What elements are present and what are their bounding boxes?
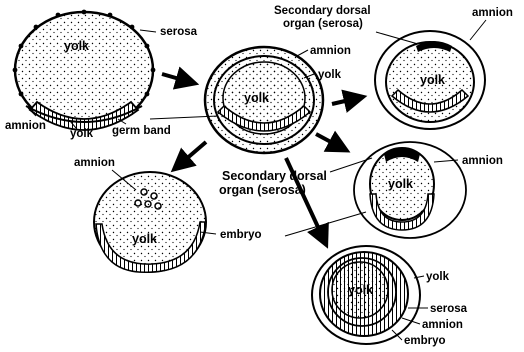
stage-6-egg: yolk yolk serosa amnion embryo xyxy=(312,246,468,347)
label-amnion: amnion xyxy=(462,155,503,167)
label-embryo: embryo xyxy=(220,229,262,241)
label-yolk: yolk xyxy=(64,39,89,53)
label-secondary-line2: organ (serosa) xyxy=(219,183,306,197)
label-yolk-lower: yolk xyxy=(70,128,94,140)
leader-embryo-to-stage5 xyxy=(285,212,366,236)
label-yolk-right: yolk xyxy=(426,271,450,283)
label-amnion: amnion xyxy=(422,319,463,331)
label-yolk-right: yolk xyxy=(318,69,342,81)
middle-label: Secondary dorsal organ (serosa) xyxy=(219,158,372,236)
label-secondary-line1: Secondary dorsal xyxy=(274,5,371,17)
label-yolk: yolk xyxy=(244,91,269,105)
leader-amnion-2 xyxy=(297,50,308,56)
label-yolk: yolk xyxy=(388,177,413,191)
arrow-stage2-to-stage5 xyxy=(316,134,342,148)
label-serosa: serosa xyxy=(160,26,198,38)
label-amnion: amnion xyxy=(472,7,513,19)
label-embryo: embryo xyxy=(404,335,446,347)
label-amnion: amnion xyxy=(74,157,115,169)
label-germ-band: germ band xyxy=(112,125,171,137)
label-amnion: amnion xyxy=(5,120,46,132)
label-yolk: yolk xyxy=(420,73,445,87)
stage-5-egg: yolk amnion xyxy=(354,142,503,238)
label-yolk: yolk xyxy=(348,283,373,297)
label-secondary-line1: Secondary dorsal xyxy=(222,169,327,183)
label-secondary-line2: organ (serosa) xyxy=(283,18,363,30)
label-amnion: amnion xyxy=(310,45,351,57)
leader-amnion-3 xyxy=(470,20,486,40)
label-yolk: yolk xyxy=(132,232,157,246)
arrow-stage1-to-stage2 xyxy=(162,74,190,82)
label-serosa: serosa xyxy=(430,303,468,315)
arrow-stage2-to-stage4 xyxy=(178,142,206,166)
leader-serosa-1 xyxy=(140,30,156,32)
arrow-stage2-to-stage3 xyxy=(332,98,358,104)
